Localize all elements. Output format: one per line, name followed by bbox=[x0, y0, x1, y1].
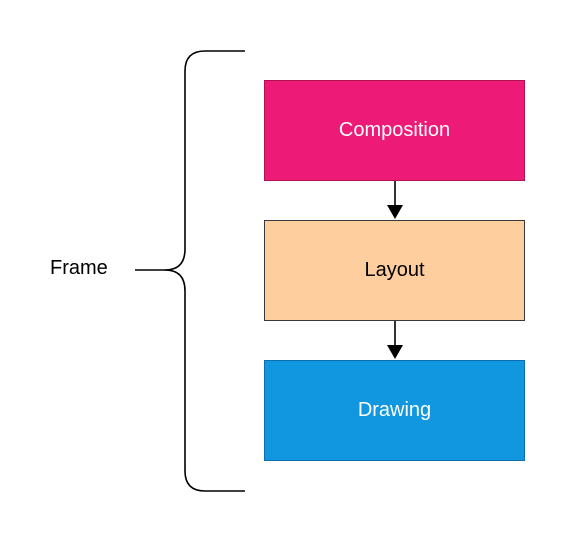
frame-label: Frame bbox=[50, 257, 108, 279]
node-layout-label: Layout bbox=[364, 259, 425, 281]
node-drawing-label: Drawing bbox=[357, 399, 432, 421]
node-drawing: Drawing bbox=[264, 360, 525, 461]
node-composition-label: Composition bbox=[338, 119, 451, 141]
arrowhead-layout-drawing bbox=[387, 345, 403, 359]
node-layout: Layout bbox=[264, 220, 525, 321]
arrowhead-composition-layout bbox=[387, 205, 403, 219]
node-composition: Composition bbox=[264, 80, 525, 181]
frame-brace bbox=[164, 50, 245, 492]
